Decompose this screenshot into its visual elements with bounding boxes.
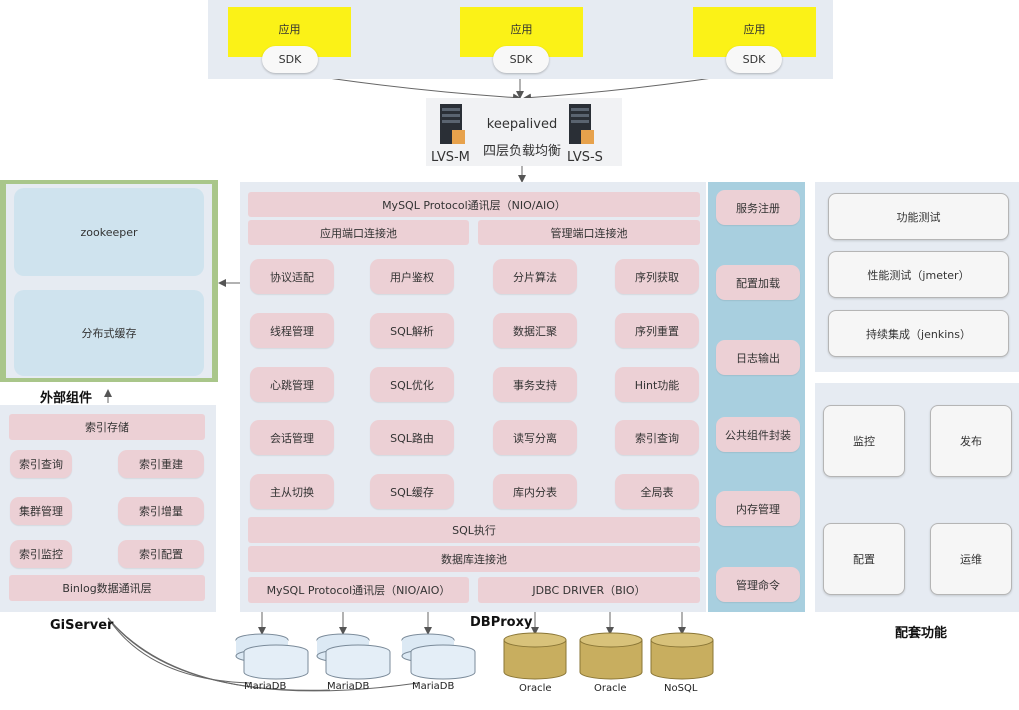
release-box: 发布	[930, 405, 1012, 477]
lb-subtitle: 四层负载均衡	[482, 144, 561, 159]
mariadb-icon	[316, 633, 391, 680]
giserver-to-mariadb3	[107, 617, 419, 692]
db-label-mariadb: MariaDB	[412, 681, 455, 692]
dbproxy-module: SQL优化	[370, 367, 454, 402]
sql-exec-bar: SQL执行	[248, 517, 700, 543]
sidebar-config-loading: 配置加载	[716, 265, 800, 300]
sdk-label: SDK	[278, 53, 302, 66]
index-storage-bar: 索引存储	[9, 414, 205, 440]
distributed-cache-box: 分布式缓存	[14, 290, 204, 376]
mysql-protocol-bottom-bar: MySQL Protocol通讯层（NIO/AIO）	[248, 577, 469, 603]
dbproxy-label: DBProxy	[470, 615, 533, 630]
lvs-master-label: LVS-M	[431, 150, 470, 165]
db-label-oracle: Oracle	[594, 683, 627, 694]
continuous-integration-box: 持续集成（jenkins）	[828, 310, 1009, 357]
sdk-label: SDK	[509, 53, 533, 66]
lvs-slave-label: LVS-S	[567, 150, 603, 165]
dbproxy-module: SQL缓存	[370, 474, 454, 509]
server-icon	[569, 104, 594, 144]
giserver-module: 索引配置	[118, 540, 204, 568]
app-port-pool-bar: 应用端口连接池	[248, 220, 469, 245]
db-label-mariadb: MariaDB	[244, 681, 287, 692]
dbproxy-module: 全局表	[615, 474, 699, 509]
sidebar-common-components: 公共组件封装	[716, 417, 800, 452]
dbproxy-module: 库内分表	[493, 474, 577, 509]
giserver-module: 集群管理	[10, 497, 72, 525]
mgmt-port-pool-bar: 管理端口连接池	[478, 220, 700, 245]
dbproxy-module: 序列获取	[615, 259, 699, 294]
dbproxy-sidebar	[708, 182, 805, 612]
dbproxy-module: 序列重置	[615, 313, 699, 348]
giserver-module: 索引查询	[10, 450, 72, 478]
dbproxy-module: 心跳管理	[250, 367, 334, 402]
distributed-cache-label: 分布式缓存	[81, 327, 137, 340]
giserver-module: 索引增量	[118, 497, 204, 525]
sidebar-admin-commands: 管理命令	[716, 567, 800, 602]
giserver-label: GiServer	[50, 618, 114, 633]
functional-test-box: 功能测试	[828, 193, 1009, 240]
oracle-icon	[579, 632, 643, 680]
support-functions-label: 配套功能	[895, 626, 948, 641]
sidebar-memory-mgmt: 内存管理	[716, 491, 800, 526]
dbproxy-module: SQL路由	[370, 420, 454, 455]
zookeeper-box: zookeeper	[14, 188, 204, 276]
dbproxy-module: 数据汇聚	[493, 313, 577, 348]
sdk-pill-1: SDK	[262, 46, 318, 73]
dbproxy-module: 事务支持	[493, 367, 577, 402]
sdk-label: SDK	[742, 53, 766, 66]
dbproxy-module: 会话管理	[250, 420, 334, 455]
dbproxy-module: 读写分离	[493, 420, 577, 455]
dbproxy-module: Hint功能	[615, 367, 699, 402]
dbproxy-module: 索引查询	[615, 420, 699, 455]
lb-title: keepalived	[486, 117, 558, 132]
dbproxy-module: 线程管理	[250, 313, 334, 348]
giserver-to-mariadb1	[107, 617, 251, 684]
mariadb-icon	[401, 633, 476, 680]
dbproxy-module: 分片算法	[493, 259, 577, 294]
sdk-pill-3: SDK	[726, 46, 782, 73]
config-box: 配置	[823, 523, 905, 595]
db-label-oracle: Oracle	[519, 683, 552, 694]
app-label: 应用	[743, 23, 766, 36]
sdk-pill-2: SDK	[493, 46, 549, 73]
monitoring-box: 监控	[823, 405, 905, 477]
external-components-label: 外部组件	[40, 391, 93, 406]
sidebar-service-registry: 服务注册	[716, 190, 800, 225]
app-label: 应用	[278, 23, 301, 36]
app-label: 应用	[510, 23, 533, 36]
db-label-nosql: NoSQL	[664, 683, 698, 694]
jdbc-driver-bar: JDBC DRIVER（BIO）	[478, 577, 700, 603]
nosql-icon	[650, 632, 714, 680]
dbproxy-module: 用户鉴权	[370, 259, 454, 294]
db-label-mariadb: MariaDB	[327, 681, 370, 692]
server-icon	[440, 104, 465, 144]
giserver-module: 索引监控	[10, 540, 72, 568]
db-connection-pool-bar: 数据库连接池	[248, 546, 700, 572]
performance-test-box: 性能测试（jmeter）	[828, 251, 1009, 298]
giserver-module: 索引重建	[118, 450, 204, 478]
zookeeper-label: zookeeper	[80, 225, 138, 239]
dbproxy-module: 主从切换	[250, 474, 334, 509]
oracle-icon	[503, 632, 567, 680]
mysql-protocol-top-bar: MySQL Protocol通讯层（NIO/AIO）	[248, 192, 700, 217]
mariadb-icon	[235, 633, 309, 680]
sidebar-log-output: 日志输出	[716, 340, 800, 375]
dbproxy-module: 协议适配	[250, 259, 334, 294]
binlog-layer-bar: Binlog数据通讯层	[9, 575, 205, 601]
dbproxy-module: SQL解析	[370, 313, 454, 348]
ops-box: 运维	[930, 523, 1012, 595]
